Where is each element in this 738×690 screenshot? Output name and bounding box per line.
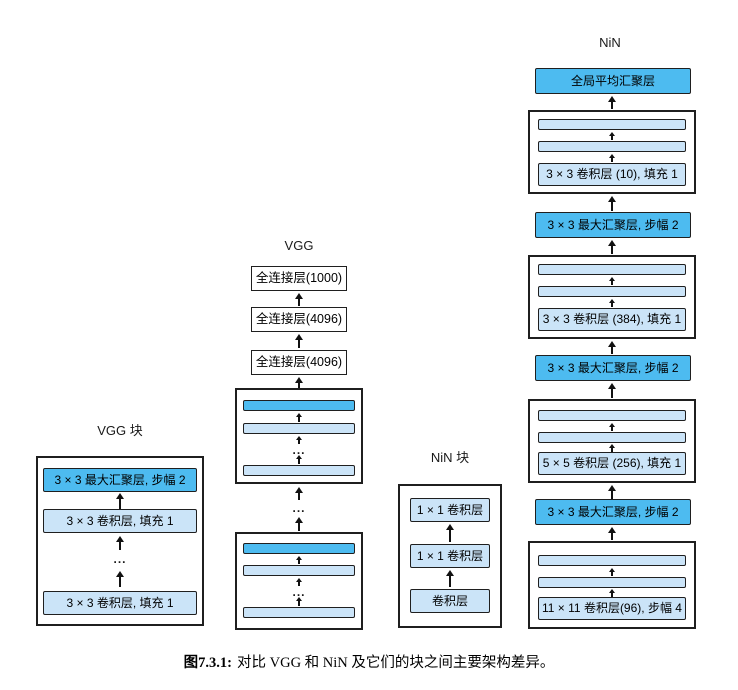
vgg-fc-4096-layer-upper: 全连接层(4096) (251, 307, 347, 332)
up-arrow-icon (293, 578, 305, 586)
up-arrow-icon (606, 444, 618, 452)
conv-layer-bar (243, 607, 355, 618)
up-arrow-icon (606, 341, 618, 354)
figure-caption-text: 对比 VGG 和 NiN 及它们的块之间主要架构差异。 (237, 655, 555, 671)
up-arrow-icon (114, 536, 126, 550)
nin-maxpool-layer-1: 3 × 3 最大汇聚层, 步幅 2 (535, 212, 691, 238)
conv-1x1-bar (538, 286, 686, 297)
up-arrow-icon (606, 240, 618, 254)
ellipsis-label: ... (292, 443, 306, 457)
up-arrow-icon (606, 299, 618, 307)
up-arrow-icon (444, 524, 456, 542)
conv-layer-bar (243, 565, 355, 576)
up-arrow-icon (606, 589, 618, 597)
nin-conv-96-layer: 11 × 11 卷积层(96), 步幅 4 (538, 597, 686, 620)
up-arrow-icon (606, 154, 618, 162)
up-arrow-icon (293, 377, 305, 388)
vgg-block-conv-layer-lower: 3 × 3 卷积层, 填充 1 (43, 591, 197, 615)
vgg-fc-1000-layer: 全连接层(1000) (251, 266, 347, 291)
ellipsis-label: ... (113, 552, 127, 566)
vgg-block-maxpool-layer: 3 × 3 最大汇聚层, 步幅 2 (43, 468, 197, 492)
nin-block-title: NiN 块 (430, 450, 470, 465)
up-arrow-icon (606, 196, 618, 211)
nin-global-avg-pool-layer: 全局平均汇聚层 (535, 68, 691, 94)
up-arrow-icon (606, 527, 618, 540)
vgg-title: VGG (284, 238, 314, 253)
nin-title: NiN (599, 35, 621, 50)
conv-1x1-bar (538, 410, 686, 421)
vgg-fc-4096-layer-lower: 全连接层(4096) (251, 350, 347, 375)
nin-conv-384-layer: 3 × 3 卷积层 (384), 填充 1 (538, 308, 686, 331)
conv-layer-bar (243, 465, 355, 476)
nin-block-conv-1x1-upper: 1 × 1 卷积层 (410, 498, 490, 522)
conv-1x1-bar (538, 119, 686, 130)
figure-caption-label: 图7.3.1: (183, 655, 232, 671)
nin-block-conv-1x1-lower: 1 × 1 卷积层 (410, 544, 490, 568)
conv-layer-bar (243, 423, 355, 434)
up-arrow-icon (444, 570, 456, 587)
up-arrow-icon (293, 436, 305, 444)
ellipsis-label: ... (292, 585, 306, 599)
nin-maxpool-layer-3: 3 × 3 最大汇聚层, 步幅 2 (535, 499, 691, 525)
conv-1x1-bar (538, 432, 686, 443)
nin-block-conv-layer: 卷积层 (410, 589, 490, 613)
up-arrow-icon (606, 485, 618, 499)
up-arrow-icon (293, 455, 305, 464)
up-arrow-icon (114, 571, 126, 587)
up-arrow-icon (293, 556, 305, 564)
up-arrow-icon (293, 517, 305, 531)
pool-layer-bar (243, 400, 355, 411)
up-arrow-icon (114, 493, 126, 509)
up-arrow-icon (606, 96, 618, 109)
conv-1x1-bar (538, 264, 686, 275)
conv-1x1-bar (538, 577, 686, 588)
up-arrow-icon (606, 277, 618, 285)
up-arrow-icon (293, 293, 305, 306)
up-arrow-icon (606, 568, 618, 576)
conv-1x1-bar (538, 141, 686, 152)
pool-layer-bar (243, 543, 355, 554)
nin-conv-256-layer: 5 × 5 卷积层 (256), 填充 1 (538, 452, 686, 475)
conv-1x1-bar (538, 555, 686, 566)
up-arrow-icon (293, 334, 305, 348)
up-arrow-icon (606, 423, 618, 431)
vgg-block-conv-layer-upper: 3 × 3 卷积层, 填充 1 (43, 509, 197, 533)
vgg-block-title: VGG 块 (97, 423, 143, 438)
nin-conv-10-layer: 3 × 3 卷积层 (10), 填充 1 (538, 163, 686, 186)
up-arrow-icon (293, 487, 305, 500)
nin-maxpool-layer-2: 3 × 3 最大汇聚层, 步幅 2 (535, 355, 691, 381)
up-arrow-icon (293, 597, 305, 606)
figure-caption: 图7.3.1: 对比 VGG 和 NiN 及它们的块之间主要架构差异。 (0, 651, 738, 672)
up-arrow-icon (293, 413, 305, 422)
up-arrow-icon (606, 383, 618, 398)
up-arrow-icon (606, 132, 618, 140)
ellipsis-label: ... (292, 501, 306, 515)
